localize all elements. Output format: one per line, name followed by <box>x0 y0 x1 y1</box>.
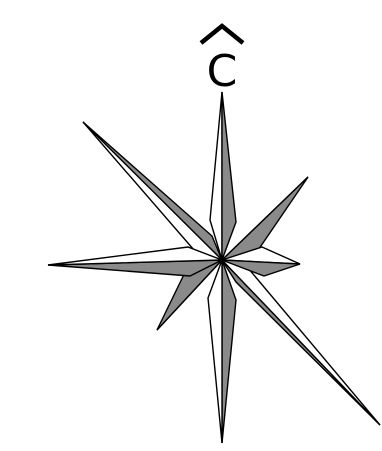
compass-star <box>48 92 380 443</box>
ray-northwest-right-face <box>83 122 222 260</box>
ray-south-right-face <box>208 260 222 443</box>
ray-north-right-face <box>222 92 236 260</box>
north-label: C <box>207 46 238 97</box>
north-chevron <box>201 26 243 43</box>
ray-south-left-face <box>222 260 236 443</box>
ray-north-left-face <box>210 92 222 260</box>
ray-southeast-right-face <box>222 260 380 425</box>
